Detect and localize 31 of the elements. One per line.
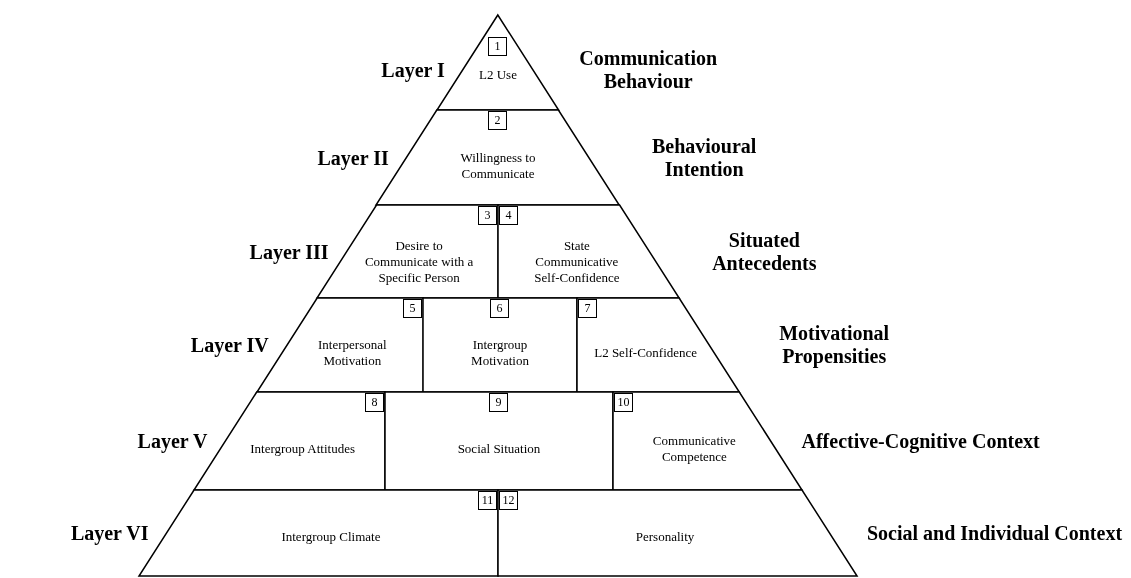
layer-label: Layer III: [249, 240, 329, 263]
cell-label: Desire to Communicate with a Specific Person: [364, 237, 475, 286]
cell-label: Willingness to Communicate: [459, 149, 537, 182]
number-box: 4: [499, 206, 518, 225]
layer-heading: Motivational Propensities: [778, 322, 891, 368]
layer-heading: Affective-Cognitive Context: [800, 429, 1041, 453]
number-box: 9: [489, 393, 508, 412]
cell-label: Social Situation: [456, 441, 542, 457]
layer-heading: Situated Antecedents: [711, 228, 818, 275]
layer-heading: Behavioural Intention: [650, 134, 758, 181]
cell-label: Intergroup Climate: [280, 529, 382, 545]
number-box: 10: [614, 393, 633, 412]
layer-heading: Social and Individual Context: [865, 521, 1124, 545]
layer-heading: Communication Behaviour: [578, 47, 719, 93]
layer-label: Layer I: [381, 58, 445, 82]
layer-label: Layer II: [317, 146, 389, 169]
cell-label: L2 Use: [478, 66, 518, 83]
cell-label: Intergroup Motivation: [470, 337, 530, 369]
number-box: 7: [578, 299, 597, 318]
cell-label: Personality: [634, 529, 696, 545]
cell-label: State Communicative Self-Confidence: [533, 237, 621, 286]
number-box: 8: [365, 393, 384, 412]
number-box: 12: [499, 491, 518, 510]
layer-label: Layer VI: [70, 521, 149, 545]
layer-label: Layer IV: [190, 333, 269, 357]
layer-label: Layer V: [137, 429, 208, 453]
cell-label: Intergroup Attitudes: [249, 441, 357, 457]
cell-label: Communicative Competence: [651, 433, 737, 465]
cell-label: Interpersonal Motivation: [317, 337, 388, 369]
cell-label: L2 Self-Confidence: [593, 345, 699, 361]
number-box: 6: [490, 299, 509, 318]
